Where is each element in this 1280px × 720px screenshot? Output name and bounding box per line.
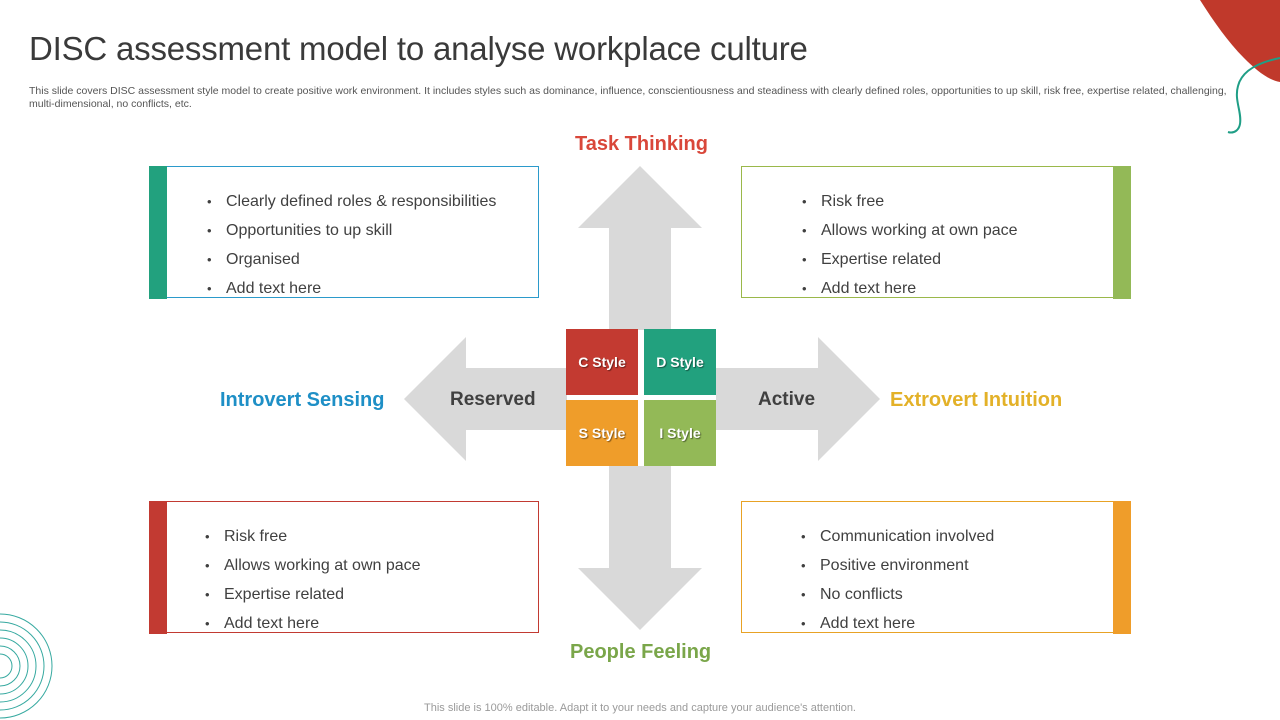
item-text: Opportunities to up skill xyxy=(226,222,393,239)
axis-label-extrovert-intuition: Extrovert Intuition xyxy=(890,389,1063,411)
bullet-icon: • xyxy=(205,558,210,573)
s-style-label: S Style xyxy=(578,425,626,441)
accent-bar xyxy=(1113,166,1131,299)
accent-bar xyxy=(149,501,167,634)
item-text: Communication involved xyxy=(820,528,995,545)
list-item: • Add text here xyxy=(205,609,421,638)
decorative-brush-shape xyxy=(1200,0,1280,134)
list-item: • Risk free xyxy=(205,522,421,551)
slide-title: DISC assessment model to analyse workpla… xyxy=(29,30,808,67)
item-text: Allows working at own pace xyxy=(821,222,1018,239)
list-item: • Expertise related xyxy=(802,245,1018,274)
bullet-icon: • xyxy=(207,281,212,296)
bullet-icon: • xyxy=(802,281,807,296)
item-text: Clearly defined roles & responsibilities xyxy=(226,193,497,210)
accent-bar xyxy=(149,166,167,299)
list-item: • Risk free xyxy=(802,187,1018,216)
item-text: Add text here xyxy=(226,280,322,297)
item-text: No conflicts xyxy=(820,586,903,603)
bullet-icon: • xyxy=(801,529,806,544)
bullet-icon: • xyxy=(205,587,210,602)
item-text: Add text here xyxy=(224,615,320,632)
item-text: Positive environment xyxy=(820,557,969,574)
bullet-icon: • xyxy=(207,223,212,238)
slide-subtitle: This slide covers DISC assessment style … xyxy=(29,85,1227,110)
list-item: • Allows working at own pace xyxy=(802,216,1018,245)
c-style-box: C Style xyxy=(566,329,638,395)
bullet-icon: • xyxy=(801,616,806,631)
i-style-box: I Style xyxy=(644,400,716,466)
item-text: Expertise related xyxy=(821,251,942,268)
bullet-icon: • xyxy=(205,616,210,631)
bullet-list: • Clearly defined roles & responsibilitie… xyxy=(207,187,496,303)
quadrant-top-right: • Risk free • Allows working at own pace •… xyxy=(741,166,1131,299)
arrow-up xyxy=(578,166,702,330)
d-style-label: D Style xyxy=(656,354,704,370)
list-item: • Opportunities to up skill xyxy=(207,216,496,245)
list-item: • Organised xyxy=(207,245,496,274)
list-item: • Add text here xyxy=(801,609,994,638)
item-text: Risk free xyxy=(224,528,288,545)
arrow-left xyxy=(404,337,567,461)
c-style-label: C Style xyxy=(578,354,626,370)
bullet-icon: • xyxy=(802,194,807,209)
list-item: • No conflicts xyxy=(801,580,994,609)
list-item: • Add text here xyxy=(802,274,1018,303)
decorative-concentric-circles xyxy=(0,613,53,719)
bullet-icon: • xyxy=(801,558,806,573)
item-text: Add text here xyxy=(821,280,917,297)
quadrant-bottom-right: • Communication involved • Positive enviro… xyxy=(741,501,1131,634)
bullet-icon: • xyxy=(207,252,212,267)
d-style-box: D Style xyxy=(644,329,716,395)
arrow-label-reserved: Reserved xyxy=(450,389,536,410)
list-item: • Allows working at own pace xyxy=(205,551,421,580)
arrow-label-active: Active xyxy=(758,389,816,410)
list-item: • Positive environment xyxy=(801,551,994,580)
bullet-icon: • xyxy=(802,252,807,267)
bullet-list: • Risk free • Allows working at own pace •… xyxy=(802,187,1018,303)
item-text: Allows working at own pace xyxy=(224,557,421,574)
item-text: Expertise related xyxy=(224,586,345,603)
list-item: • Expertise related xyxy=(205,580,421,609)
list-item: • Add text here xyxy=(207,274,496,303)
i-style-label: I Style xyxy=(659,425,701,441)
axis-label-introvert-sensing: Introvert Sensing xyxy=(220,389,385,411)
item-text: Risk free xyxy=(821,193,885,210)
bullet-icon: • xyxy=(207,194,212,209)
list-item: • Communication involved xyxy=(801,522,994,551)
bullet-icon: • xyxy=(802,223,807,238)
list-item: • Clearly defined roles & responsibilitie… xyxy=(207,187,496,216)
arrow-down xyxy=(578,466,702,630)
slide-footer: This slide is 100% editable. Adapt it to… xyxy=(424,702,856,714)
item-text: Organised xyxy=(226,251,300,268)
bullet-list: • Risk free • Allows working at own pace •… xyxy=(205,522,421,638)
axis-label-people-feeling: People Feeling xyxy=(570,641,712,663)
s-style-box: S Style xyxy=(566,400,638,466)
arrow-right xyxy=(716,337,880,461)
quadrant-bottom-left: • Risk free • Allows working at own pace •… xyxy=(149,501,539,634)
axis-label-task-thinking: Task Thinking xyxy=(575,133,708,155)
accent-bar xyxy=(1113,501,1131,634)
bullet-icon: • xyxy=(205,529,210,544)
item-text: Add text here xyxy=(820,615,916,632)
quadrant-top-left: • Clearly defined roles & responsibilitie… xyxy=(149,166,539,299)
bullet-icon: • xyxy=(801,587,806,602)
bullet-list: • Communication involved • Positive enviro… xyxy=(801,522,994,638)
